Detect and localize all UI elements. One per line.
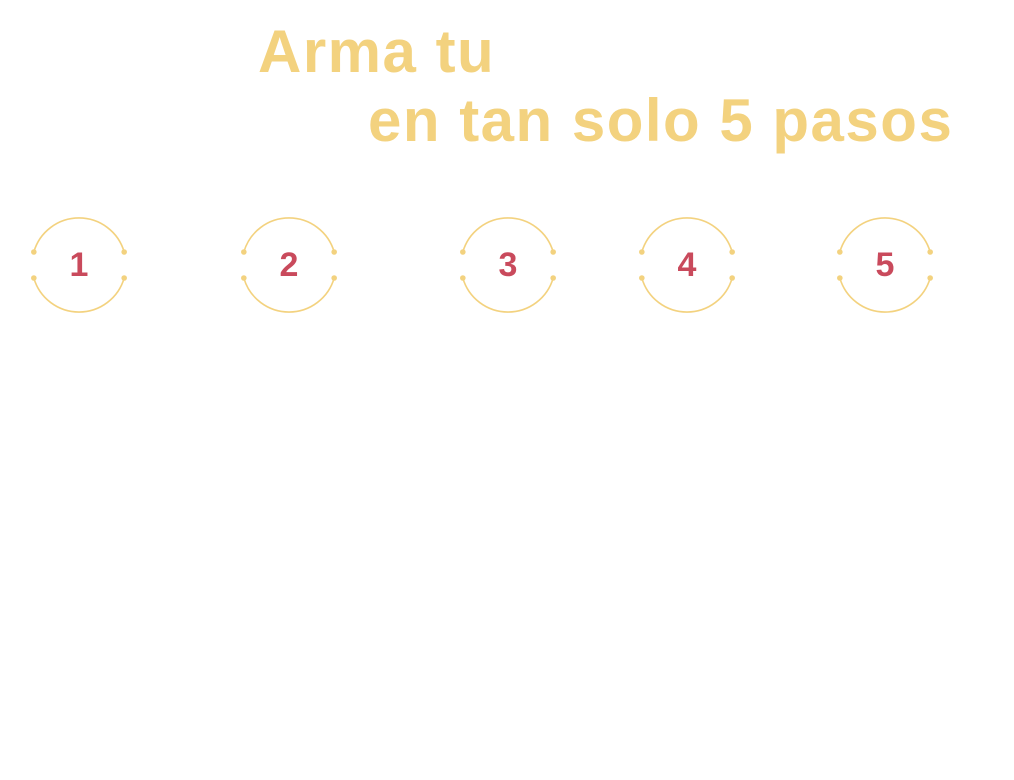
step-indicator-5[interactable]: 5 [835,215,935,315]
step-indicator-3[interactable]: 3 [458,215,558,315]
step-ring-dot [460,249,466,255]
step-ring-icon [837,217,933,313]
step-ring-bottom-arc [641,277,733,313]
page-title-line-1: Arma tu [258,18,496,85]
step-ring-dot [241,249,247,255]
step-ring-dot [241,275,247,281]
step-indicator-2[interactable]: 2 [239,215,339,315]
step-indicator-1[interactable]: 1 [29,215,129,315]
step-number: 2 [279,246,299,284]
step-ring-dot [729,249,735,255]
step-number: 3 [498,246,518,284]
step-ring-bottom-arc [243,277,335,313]
step-ring-bottom-arc [839,277,931,313]
step-ring-dot [729,275,735,281]
step-ring-dot [31,249,37,255]
step-ring-top-arc [641,217,733,253]
step-number: 1 [69,246,89,284]
step-ring-dot [331,249,337,255]
step-ring-dot [550,275,556,281]
step-ring-dot [31,275,37,281]
page-title-line-2: en tan solo 5 pasos [368,87,954,154]
step-ring-dot [639,275,645,281]
step-ring-top-arc [462,217,554,253]
step-ring-dot [550,249,556,255]
step-ring-icon [31,217,127,313]
step-ring-bottom-arc [33,277,125,313]
step-ring-dot [837,275,843,281]
step-ring-icon [241,217,337,313]
step-number: 5 [875,246,895,284]
step-ring-dot [927,249,933,255]
step-ring-dot [121,275,127,281]
step-ring-dot [927,275,933,281]
step-ring-bottom-arc [462,277,554,313]
step-ring-top-arc [33,217,125,253]
step-ring-dot [121,249,127,255]
step-ring-dot [331,275,337,281]
step-ring-dot [837,249,843,255]
step-ring-dot [639,249,645,255]
step-ring-icon [460,217,556,313]
step-ring-top-arc [839,217,931,253]
step-ring-icon [639,217,735,313]
step-ring-top-arc [243,217,335,253]
step-indicator-4[interactable]: 4 [637,215,737,315]
step-number: 4 [677,246,697,284]
step-ring-dot [460,275,466,281]
